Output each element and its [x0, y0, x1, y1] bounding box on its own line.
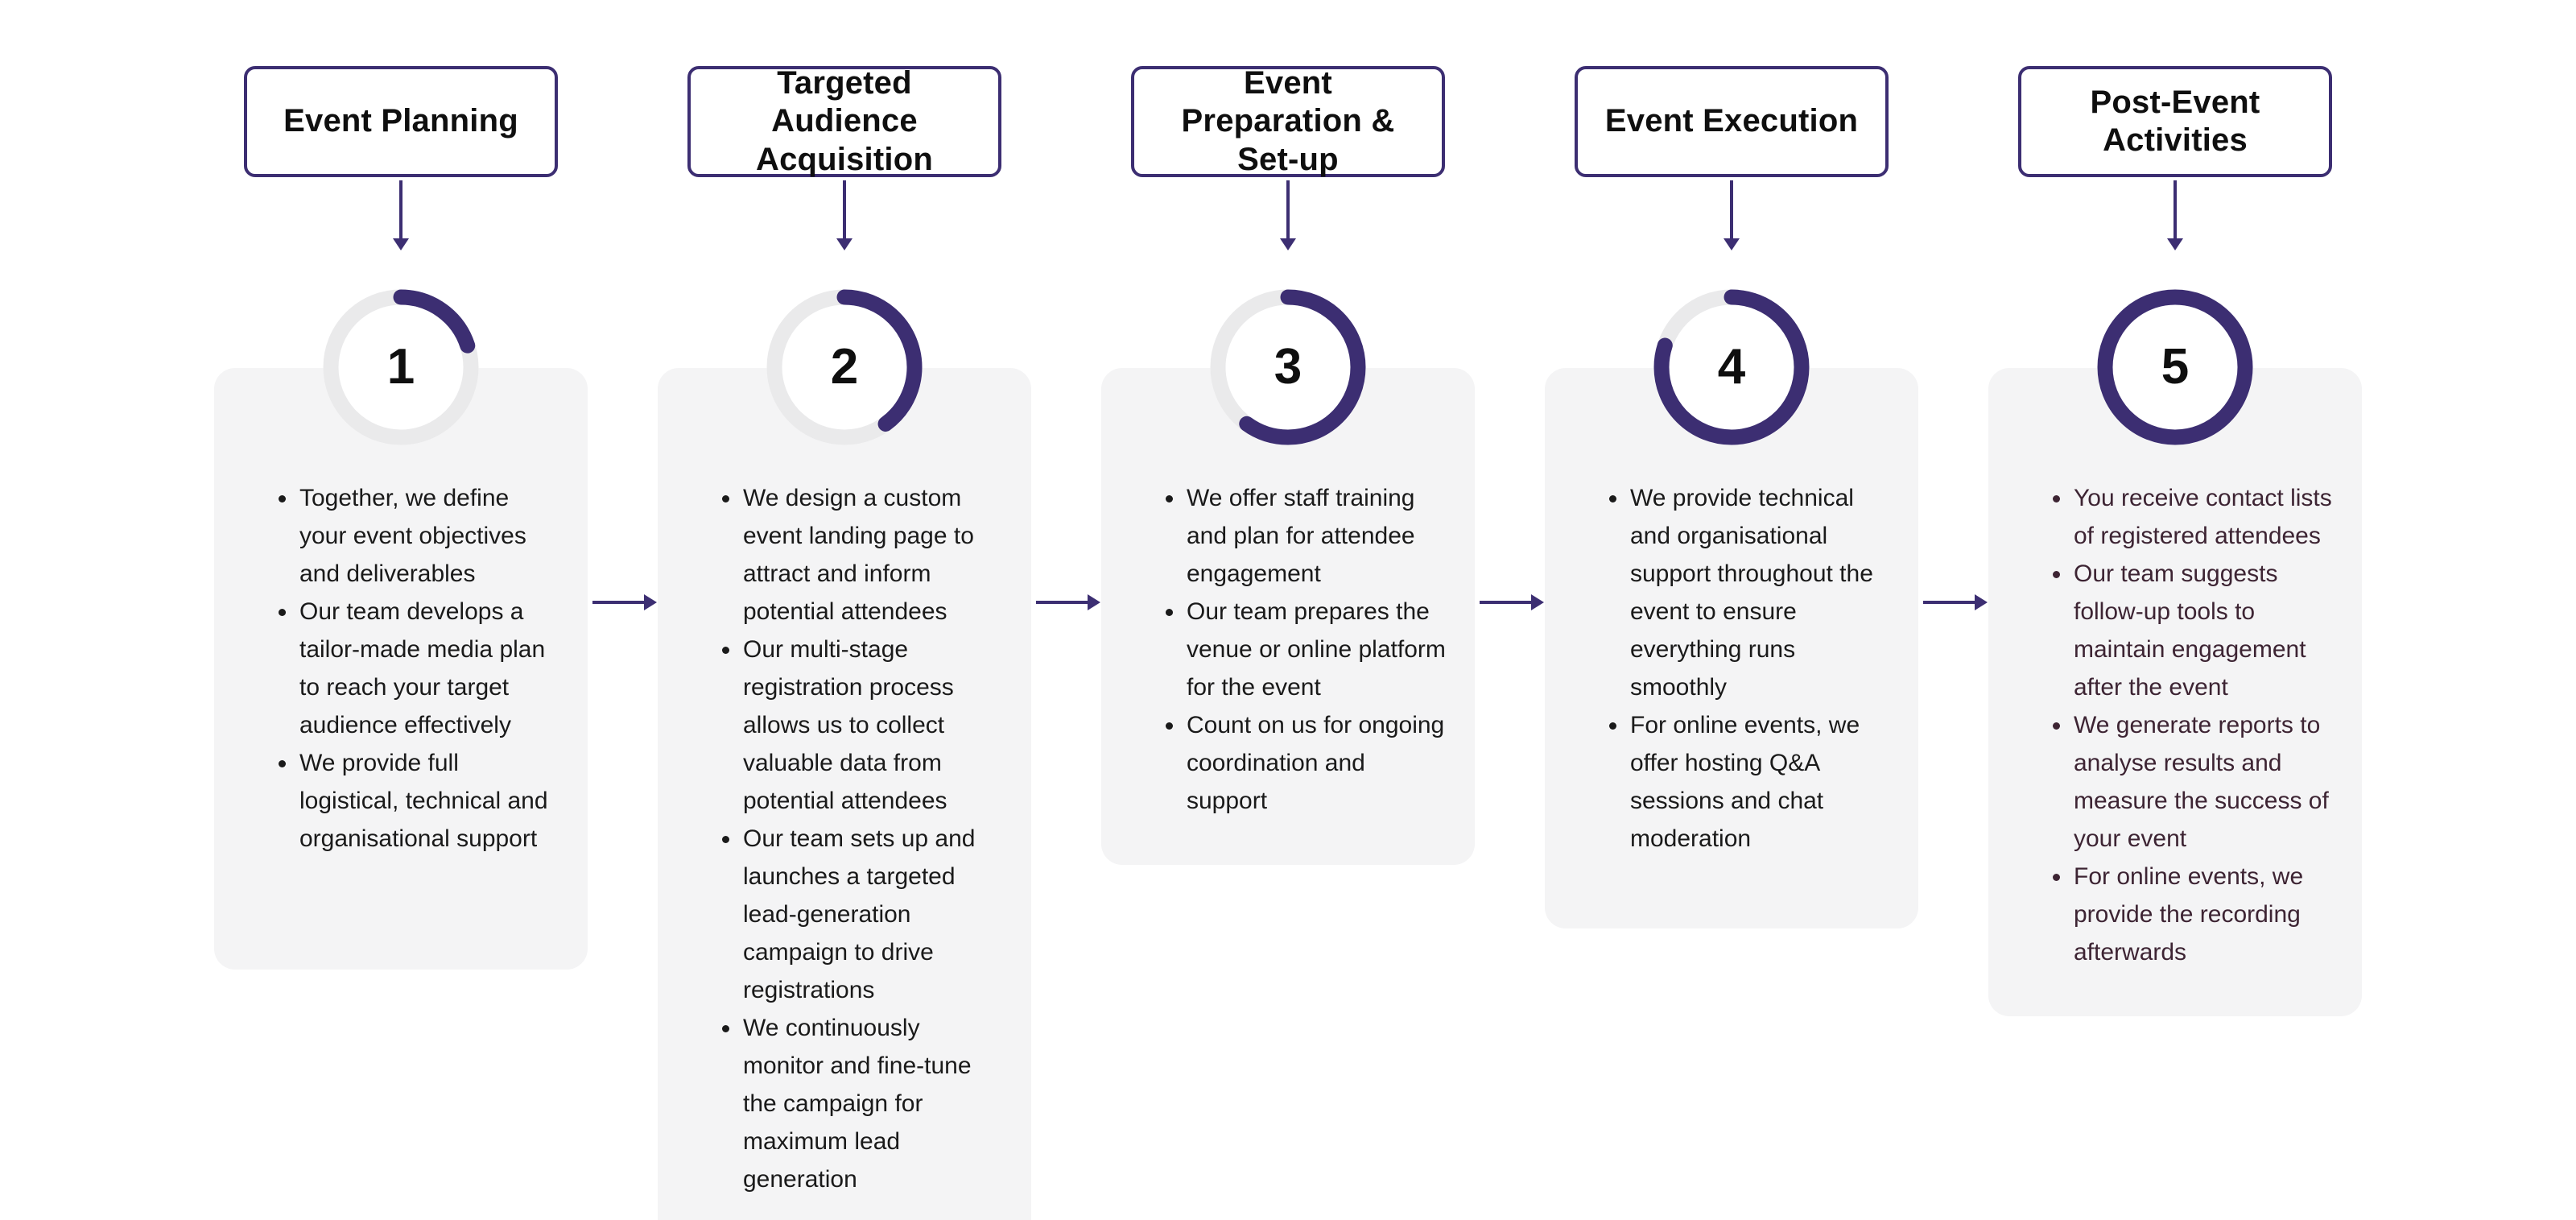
bullet-item: For online events, we offer hosting Q&A …: [1629, 706, 1891, 858]
bullet-item: Our team sets up and launches a targeted…: [741, 820, 1004, 1009]
right-arrow-icon: [592, 601, 644, 604]
progress-ring-graphic: [766, 289, 923, 445]
bullet-item: We continuously monitor and fine-tune th…: [741, 1009, 1004, 1198]
progress-ring-graphic: [323, 289, 479, 445]
step-number: 2: [830, 338, 859, 395]
down-arrow-icon: [399, 180, 402, 238]
bullet-item: We design a custom event landing page to…: [741, 479, 1004, 631]
down-arrow-icon: [843, 180, 846, 238]
step-card: You receive contact lists of registered …: [1988, 368, 2362, 1016]
step-number: 1: [386, 338, 415, 395]
down-arrow-icon: [1286, 180, 1290, 238]
down-arrow-icon: [1730, 180, 1733, 238]
progress-ring: 5: [2097, 289, 2253, 445]
bullet-item: We provide technical and organisational …: [1629, 479, 1891, 706]
progress-ring: 4: [1653, 289, 1810, 445]
step-title-box: Event Preparation & Set-up: [1131, 65, 1445, 177]
bullet-item: Our multi-stage registration process all…: [741, 631, 1004, 820]
step-title: Targeted Audience Acquisition: [756, 65, 933, 177]
step-card: We offer staff training and plan for att…: [1101, 368, 1475, 865]
down-arrow-icon: [2174, 180, 2177, 238]
bullet-list: We provide technical and organisational …: [1595, 479, 1891, 858]
progress-ring-graphic: [1653, 289, 1810, 445]
progress-ring: 1: [323, 289, 479, 445]
bullet-item: We generate reports to analyse results a…: [2072, 706, 2334, 858]
step-card: We design a custom event landing page to…: [658, 368, 1031, 1220]
progress-ring: 2: [766, 289, 923, 445]
right-arrow-icon: [1036, 601, 1088, 604]
step-number: 5: [2161, 338, 2190, 395]
step-card: We provide technical and organisational …: [1545, 368, 1918, 928]
step-title-box: Event Execution: [1575, 66, 1889, 177]
right-arrow-icon: [1480, 601, 1531, 604]
bullet-item: We provide full logistical, technical an…: [298, 744, 560, 858]
bullet-item: Our team prepares the venue or online pl…: [1185, 593, 1447, 706]
bullet-list: We design a custom event landing page to…: [708, 479, 1004, 1198]
step-number: 4: [1717, 338, 1746, 395]
bullet-item: For online events, we provide the record…: [2072, 858, 2334, 971]
bullet-item: Count on us for ongoing coordination and…: [1185, 706, 1447, 820]
step-title-box: Post-Event Activities: [2018, 66, 2332, 177]
step-number: 3: [1274, 338, 1302, 395]
bullet-item: Our team develops a tailor-made media pl…: [298, 593, 560, 744]
step-card: Together, we define your event objective…: [214, 368, 588, 970]
bullet-item: You receive contact lists of registered …: [2072, 479, 2334, 555]
bullet-item: Our team suggests follow-up tools to mai…: [2072, 555, 2334, 706]
bullet-item: Together, we define your event objective…: [298, 479, 560, 593]
step-title: Event Execution: [1604, 103, 1859, 139]
step-title-box: Targeted Audience Acquisition: [687, 65, 1001, 177]
progress-ring-graphic: [1210, 289, 1366, 445]
right-arrow-icon: [1923, 601, 1975, 604]
step-title: Post-Event Activities: [2090, 84, 2260, 158]
bullet-list: You receive contact lists of registered …: [2038, 479, 2334, 971]
step-title: Event Preparation & Set-up: [1181, 65, 1395, 177]
bullet-list: We offer staff training and plan for att…: [1151, 479, 1447, 820]
bullet-item: We offer staff training and plan for att…: [1185, 479, 1447, 593]
step-title-box: Event Planning: [244, 66, 558, 177]
progress-ring: 3: [1210, 289, 1366, 445]
step-title: Event Planning: [283, 103, 518, 139]
bullet-list: Together, we define your event objective…: [264, 479, 560, 858]
progress-ring-graphic: [2097, 289, 2253, 445]
